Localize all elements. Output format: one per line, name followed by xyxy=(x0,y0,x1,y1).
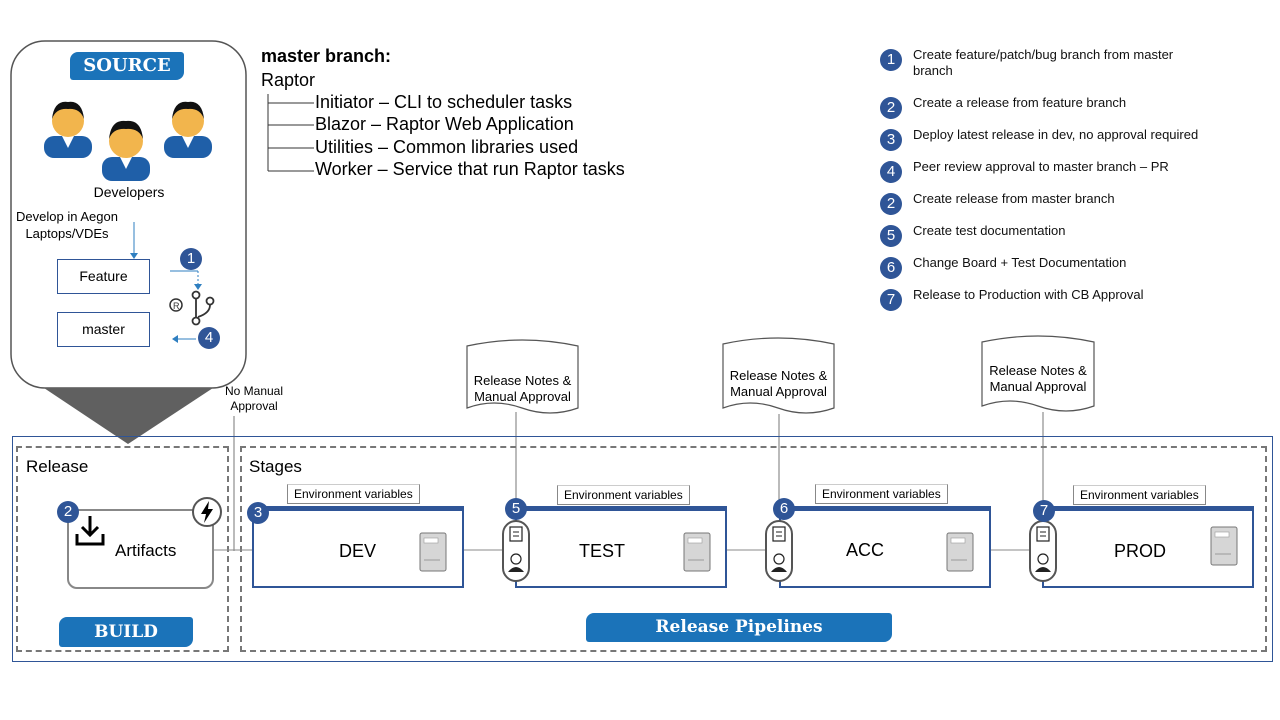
step-num: 1 xyxy=(880,49,902,71)
step-num: 4 xyxy=(880,161,902,183)
acc-step-marker: 6 xyxy=(773,498,795,520)
step-text: Create a release from feature branch xyxy=(913,95,1127,110)
stage-acc-label: ACC xyxy=(846,540,885,560)
acc-env-variables[interactable]: Environment variables xyxy=(815,484,948,504)
test-env-variables[interactable]: Environment variables xyxy=(557,485,690,505)
stages-label: Stages xyxy=(249,457,302,476)
approver-icon xyxy=(508,526,524,572)
step-num: 2 xyxy=(880,97,902,119)
build-pill: BUILD xyxy=(59,617,193,647)
approver-icon xyxy=(771,526,787,572)
stages-section xyxy=(240,446,1267,652)
step-1-marker: 1 xyxy=(180,248,202,270)
developer-icon xyxy=(44,101,92,158)
master-branch-box: master xyxy=(57,312,150,347)
developers-label: Developers xyxy=(93,184,165,200)
prod-release-notes: Release Notes & Manual Approval xyxy=(989,363,1087,394)
approver-icon xyxy=(1035,526,1051,572)
dev-step-marker: 3 xyxy=(247,502,269,524)
feature-branch-box: Feature xyxy=(57,259,150,294)
step-num: 5 xyxy=(880,225,902,247)
pipeline-frame xyxy=(12,436,1273,662)
release-pipelines-pill: Release Pipelines xyxy=(586,613,892,642)
step-num: 6 xyxy=(880,257,902,279)
develop-note: Develop in Aegon Laptops/VDEs xyxy=(16,209,118,241)
release-section xyxy=(16,446,229,652)
svg-text:R: R xyxy=(173,301,180,311)
test-release-notes: Release Notes & Manual Approval xyxy=(473,373,572,404)
step-num: 3 xyxy=(880,129,902,151)
lightning-icon xyxy=(192,497,222,527)
stage-prod-label: PROD xyxy=(1114,541,1167,561)
no-manual-approval-label: No Manual Approval xyxy=(224,384,284,413)
tree-item-blazor: Blazor – Raptor Web Application xyxy=(315,114,574,134)
server-icon xyxy=(419,532,447,572)
step-text: Peer review approval to master branch – … xyxy=(913,159,1169,174)
step-text: Create release from master branch xyxy=(913,191,1115,206)
stage-test-label: TEST xyxy=(579,541,626,561)
dev-env-variables[interactable]: Environment variables xyxy=(287,484,420,504)
build-step-marker: 2 xyxy=(57,501,79,523)
step-num: 7 xyxy=(880,289,902,311)
step-4-marker: 4 xyxy=(198,327,220,349)
step-text: Deploy latest release in dev, no approva… xyxy=(913,127,1199,142)
artifacts-label: Artifacts xyxy=(115,541,177,560)
tree-item-worker: Worker – Service that run Raptor tasks xyxy=(315,159,625,179)
step-text: Create feature/patch/bug branch from mas… xyxy=(913,47,1174,78)
test-step-marker: 5 xyxy=(505,498,527,520)
acc-release-notes: Release Notes & Manual Approval xyxy=(729,368,828,399)
source-pill: SOURCE xyxy=(70,52,184,80)
stage-dev-label: DEV xyxy=(339,541,377,561)
tree-item-initiator: Initiator – CLI to scheduler tasks xyxy=(315,92,573,112)
tree-item-utilities: Utilities – Common libraries used xyxy=(315,137,579,157)
server-icon xyxy=(1210,526,1238,566)
step-text: Release to Production with CB Approval xyxy=(913,287,1144,302)
server-icon xyxy=(683,532,711,572)
download-icon xyxy=(75,516,105,546)
prod-step-marker: 7 xyxy=(1033,500,1055,522)
branch-title: master branch: xyxy=(261,46,392,66)
step-text: Change Board + Test Documentation xyxy=(913,255,1127,270)
git-branch-icon: R xyxy=(169,290,215,326)
document-shapes xyxy=(233,335,1095,551)
tree-connector xyxy=(267,94,314,172)
step-text: Create test documentation xyxy=(913,223,1066,238)
release-label: Release xyxy=(26,457,89,476)
prod-env-variables[interactable]: Environment variables xyxy=(1073,485,1206,505)
developers-icon xyxy=(44,101,212,181)
branch-root: Raptor xyxy=(261,70,316,90)
server-icon xyxy=(946,532,974,572)
step-num: 2 xyxy=(880,193,902,215)
